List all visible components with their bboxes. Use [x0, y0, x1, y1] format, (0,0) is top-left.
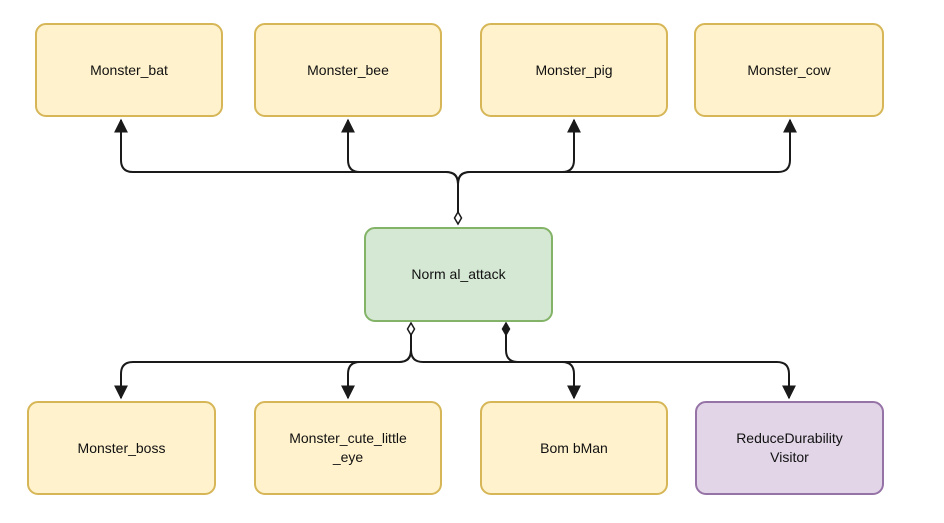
edge-to-monster-boss — [114, 330, 412, 400]
open-diamond-bottom — [406, 321, 416, 337]
node-monster-pig[interactable]: Monster_pig — [480, 23, 668, 117]
edge-to-reduce-durability-visitor — [505, 330, 796, 400]
node-monster-cute-little-eye[interactable]: Monster_cute_little _eye — [254, 401, 442, 495]
filled-diamond-bottom — [501, 321, 511, 337]
node-monster-cow[interactable]: Monster_cow — [694, 23, 884, 117]
node-bombman[interactable]: Bom bMan — [480, 401, 668, 495]
edge-to-monster-cute-little-eye — [341, 330, 412, 400]
edge-to-bombman — [410, 330, 581, 400]
node-normal-attack[interactable]: Norm al_attack — [364, 227, 553, 322]
node-monster-boss[interactable]: Monster_boss — [27, 401, 216, 495]
edge-to-monster-cow — [457, 118, 797, 219]
node-monster-bee[interactable]: Monster_bee — [254, 23, 442, 117]
node-monster-bat[interactable]: Monster_bat — [35, 23, 223, 117]
edge-to-monster-bat — [114, 118, 459, 219]
node-reduce-durability-visitor[interactable]: ReduceDurability Visitor — [695, 401, 884, 495]
edge-to-monster-bee — [341, 118, 459, 219]
open-diamond-top — [453, 210, 463, 226]
edge-to-monster-pig — [457, 118, 581, 219]
